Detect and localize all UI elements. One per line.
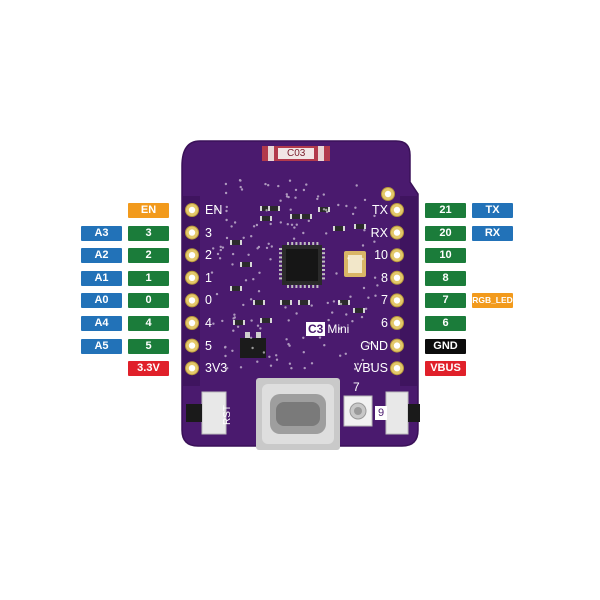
right-pin-label: RX — [472, 225, 513, 241]
left-pin-label: EN — [128, 203, 169, 218]
right-pin-silk: GND — [360, 338, 388, 353]
left-header-pin-hole — [188, 365, 196, 372]
right-pin-label: 8 — [425, 270, 466, 286]
right-pin-silk: VBUS — [353, 361, 388, 376]
left-pin-label: 3 — [128, 225, 169, 241]
left-pin-label: A5 — [81, 338, 122, 354]
left-pin-silk: 2 — [205, 248, 212, 263]
left-pin-label: A2 — [81, 248, 122, 264]
right-header-pin-hole — [393, 229, 401, 236]
left-pin-label: 5 — [128, 338, 169, 354]
boot-button[interactable] — [385, 391, 409, 435]
left-pin-label: 4 — [128, 316, 169, 331]
left-pin-label: A4 — [81, 316, 122, 331]
button-pin-label: 9 — [375, 406, 387, 420]
right-pin-silk: RX — [370, 225, 388, 240]
right-header-pin-hole — [393, 274, 401, 281]
smd-component — [268, 206, 280, 211]
left-pin-label: 0 — [128, 293, 169, 309]
right-pin-label: 6 — [425, 316, 466, 331]
reset-button[interactable] — [201, 391, 227, 435]
right-pin-silk: 10 — [374, 248, 388, 263]
smd-component — [353, 308, 365, 313]
left-pin-label: A1 — [81, 270, 122, 286]
antenna-corner-pad-hole — [384, 190, 392, 198]
smd-component — [333, 226, 345, 231]
smd-component — [300, 214, 312, 219]
right-header-pin-hole — [393, 365, 401, 372]
smd-component — [260, 318, 272, 323]
smd-component — [260, 216, 272, 221]
right-header-pin-hole — [393, 206, 401, 214]
smd-component — [230, 286, 242, 291]
smd-component — [253, 300, 265, 305]
left-header-pin-hole — [188, 206, 196, 214]
right-pin-silk: 7 — [381, 293, 388, 308]
smd-component — [280, 300, 292, 305]
right-pin-label: VBUS — [425, 361, 466, 377]
left-header-pin-hole — [188, 297, 196, 304]
left-pin-label: 2 — [128, 248, 169, 264]
left-pin-label: A0 — [81, 293, 122, 309]
left-pin-label: 3.3V — [128, 361, 169, 377]
right-header-pin-hole — [393, 319, 401, 327]
smd-component — [233, 320, 245, 325]
right-pin-label: RGB_LED — [472, 293, 513, 309]
logo-sub: Mini — [327, 322, 350, 336]
led-pin-label: 7 — [353, 380, 360, 394]
left-pin-silk: 5 — [205, 338, 212, 353]
left-pin-label: 1 — [128, 270, 169, 286]
right-pin-silk: TX — [372, 203, 388, 217]
left-pin-silk: 3V3 — [205, 361, 228, 376]
pcb-outline — [181, 140, 419, 447]
left-header-pin-hole — [188, 252, 196, 259]
left-header-pin-hole — [188, 319, 196, 327]
smd-component — [240, 262, 252, 267]
right-pin-silk: 6 — [381, 316, 388, 330]
left-header-pin-hole — [188, 342, 196, 349]
left-pin-silk: 3 — [205, 225, 212, 240]
right-pin-label: 7 — [425, 293, 466, 309]
antenna-label: C03 — [287, 148, 306, 159]
smd-component — [354, 224, 366, 229]
right-header-pin-hole — [393, 297, 401, 304]
left-pin-label: A3 — [81, 225, 122, 241]
left-header-pin-hole — [188, 229, 196, 236]
right-pin-label: GND — [425, 338, 466, 354]
right-header-pin-hole — [393, 342, 401, 349]
right-header-pin-hole — [393, 252, 401, 259]
logo-main: C3 — [306, 322, 326, 336]
left-pin-silk: 0 — [205, 293, 212, 308]
smd-component — [230, 240, 242, 245]
smd-component — [298, 300, 310, 305]
left-header-pin-hole — [188, 274, 196, 281]
right-pin-label: TX — [472, 203, 513, 218]
right-pin-silk: 8 — [381, 270, 388, 285]
reset-label: RST — [222, 405, 233, 425]
right-pin-label: 10 — [425, 248, 466, 264]
left-pin-silk: 1 — [205, 270, 212, 285]
left-pin-silk: EN — [205, 203, 223, 217]
left-pin-silk: 4 — [205, 316, 212, 330]
right-pin-label: 20 — [425, 225, 466, 241]
right-pin-label: 21 — [425, 203, 466, 218]
